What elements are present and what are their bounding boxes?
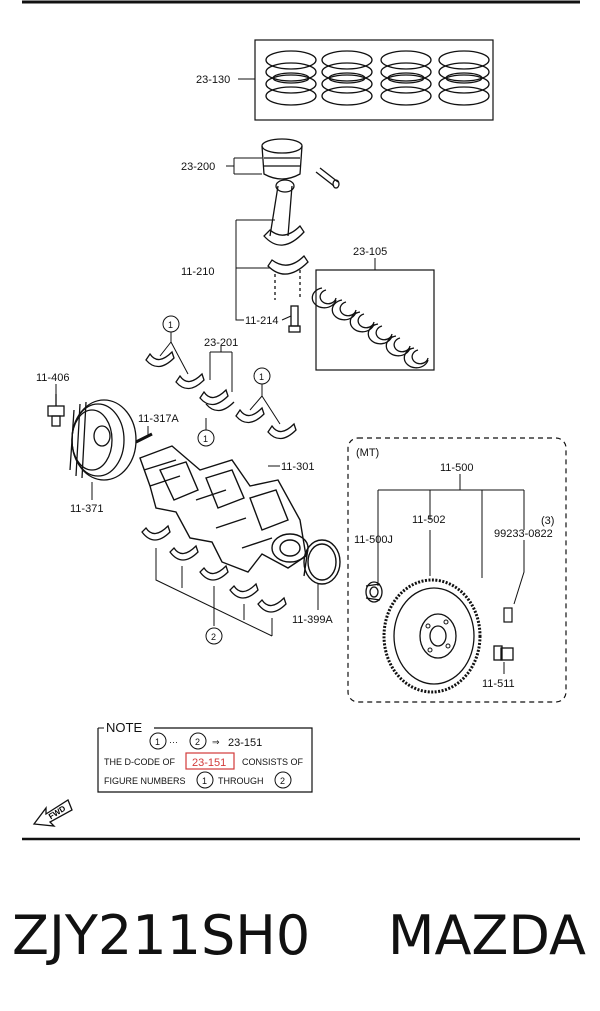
label-23-201: 23-201: [204, 337, 238, 349]
label-11-371: 11-371: [70, 503, 103, 515]
note-circle-1b: 1: [202, 776, 207, 786]
caption: ZJY211SH0 MAZDA: [0, 885, 600, 985]
label-11-214: 11-214: [245, 315, 278, 327]
piston-rings: 23-130: [196, 39, 494, 121]
note-code-2: 23-151: [192, 757, 226, 769]
part-number: ZJY211SH0: [12, 903, 311, 967]
note-circle-1: 1: [155, 737, 160, 747]
label-11-406: 11-406: [36, 372, 69, 384]
note-circle-2: 2: [195, 737, 200, 747]
label-11-399a: 11-399A: [292, 614, 333, 626]
note-dots: ···: [169, 737, 178, 747]
note-code-highlight: [185, 752, 235, 770]
mt-box: [347, 437, 567, 703]
note-line2-post: CONSISTS OF: [242, 757, 304, 767]
label-23-200: 23-200: [181, 161, 215, 173]
label-11-511: 11-511: [482, 678, 515, 690]
pilot-bearing: [365, 581, 383, 603]
piston-assembly: [261, 138, 340, 333]
note-line3-mid: THROUGH: [218, 776, 264, 786]
note-arrow: ⇒: [212, 737, 220, 747]
flywheel-dowel: [503, 607, 513, 623]
brand-name: MAZDA: [387, 903, 586, 967]
flywheel: [382, 578, 482, 694]
label-qty-3: (3): [541, 515, 554, 527]
label-23-105: 23-105: [353, 246, 387, 258]
note-box: NOTE 1 ··· 2 ⇒ 23-151 THE D-CODE OF 23-1…: [97, 720, 313, 793]
label-mt: (MT): [356, 447, 379, 459]
upper-main-bearings: [145, 350, 297, 440]
crank-pulley: [47, 394, 137, 481]
flywheel-bolt: [493, 645, 514, 661]
label-11-500: 11-500: [440, 462, 473, 474]
note-line2-pre: THE D-CODE OF: [104, 757, 176, 767]
label-11-301: 11-301: [281, 461, 314, 473]
conrod-bearings: 23-105: [311, 246, 435, 371]
fwd-arrow-icon: FWD: [32, 799, 73, 827]
rear-oil-seal: [303, 539, 341, 585]
note-circle-2b: 2: [280, 776, 285, 786]
parts-diagram: 23-130 23-200 11-210 11-214 23-105: [22, 0, 580, 841]
note-heading: NOTE: [106, 720, 142, 735]
woodruff-key: [135, 432, 153, 444]
circle-2-lower: 2: [211, 632, 216, 642]
label-11-210: 11-210: [181, 266, 214, 278]
lower-main-bearings: [141, 524, 287, 613]
label-99233-0822: 99233-0822: [494, 528, 553, 540]
circle-1-upper-right: 1: [259, 372, 264, 382]
crankshaft: [139, 445, 309, 573]
label-23-130: 23-130: [196, 74, 230, 86]
label-11-502: 11-502: [412, 514, 445, 526]
label-11-500j: 11-500J: [354, 534, 393, 546]
circle-1-upper-left: 1: [168, 320, 173, 330]
note-line3-pre: FIGURE NUMBERS: [104, 776, 186, 786]
note-code-1: 23-151: [228, 737, 262, 749]
circle-1-lower: 1: [203, 434, 208, 444]
label-11-317a: 11-317A: [138, 413, 179, 425]
